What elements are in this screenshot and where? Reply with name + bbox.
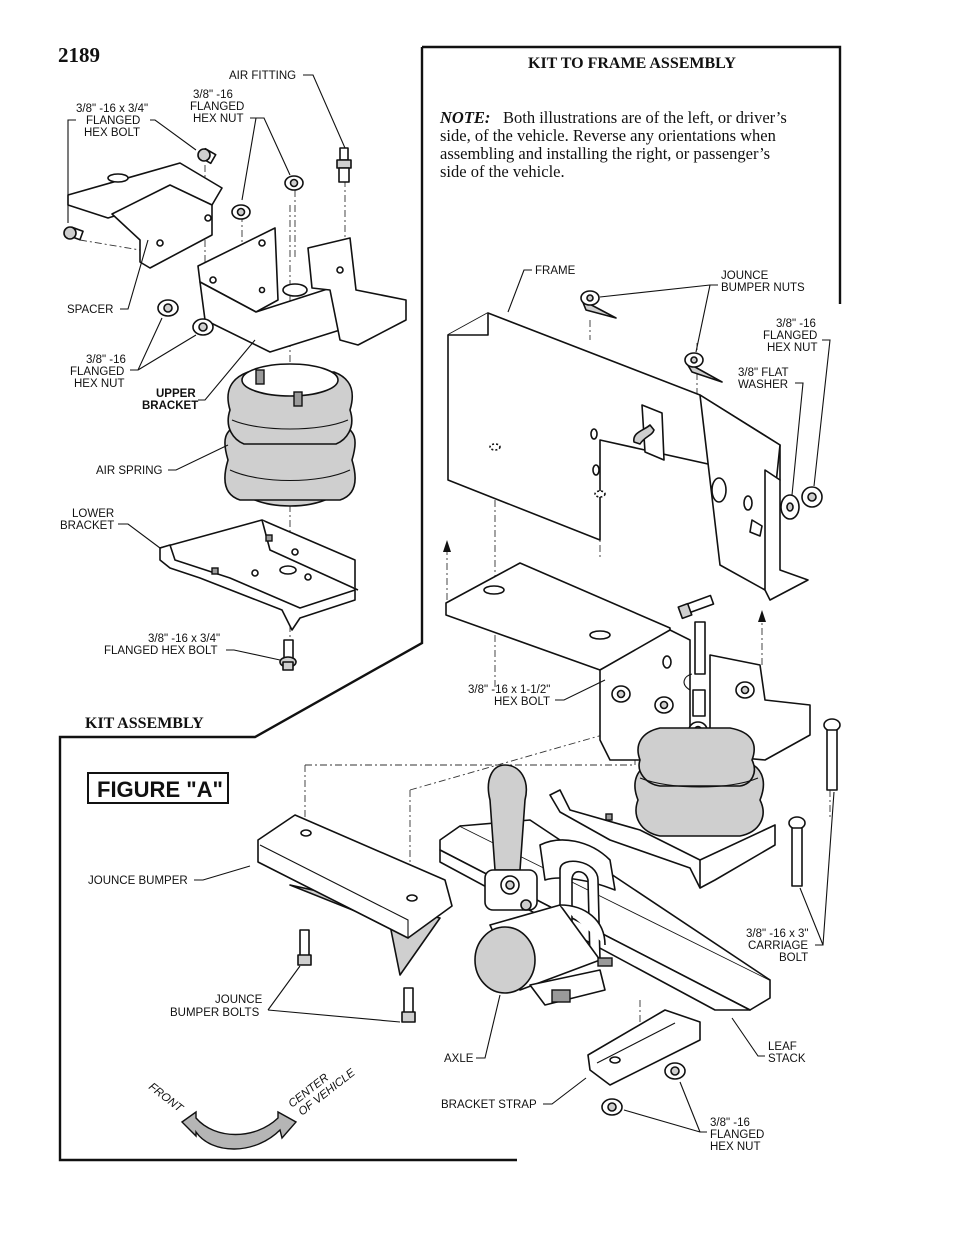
label-flat-washer-1: 3/8" FLAT bbox=[738, 367, 789, 379]
jounce-bumper-nut-1 bbox=[580, 290, 617, 319]
label-frame: FRAME bbox=[535, 265, 576, 277]
note-line-4: side of the vehicle. bbox=[440, 162, 565, 181]
mid-flanged-nut-2 bbox=[192, 318, 214, 336]
label-jounce-bumper-bolts-2: BUMPER BOLTS bbox=[170, 1007, 260, 1019]
label-nut-mid-1: 3/8" -16 bbox=[86, 354, 126, 366]
label-bolt-bottom-1: 3/8" -16 x 3/4" bbox=[148, 633, 220, 645]
label-carriage-bolt-1: 3/8" -16 x 3" bbox=[746, 928, 809, 940]
kit-assembly-drawing bbox=[63, 147, 407, 671]
flanged-nut-right bbox=[801, 486, 823, 508]
axle bbox=[474, 904, 606, 994]
axle-plate bbox=[529, 957, 613, 1006]
upper-bracket-installed bbox=[445, 562, 811, 761]
label-nut-mid-2: FLANGED bbox=[70, 366, 124, 378]
label-nut-bottom-3: HEX NUT bbox=[710, 1141, 760, 1153]
stud bbox=[694, 621, 706, 675]
air-spring bbox=[224, 363, 356, 507]
label-nut-bottom-2: FLANGED bbox=[710, 1129, 764, 1141]
label-bolt-top-1: 3/8" -16 x 3/4" bbox=[76, 103, 148, 115]
label-nut-top-2: FLANGED bbox=[190, 101, 244, 113]
bottom-flanged-nut-2 bbox=[664, 1062, 686, 1080]
note-line-3: assembling and installing the right, or … bbox=[440, 144, 770, 163]
kit-to-frame-title: KIT TO FRAME ASSEMBLY bbox=[528, 55, 736, 72]
label-jounce-bumper-nuts-2: BUMPER NUTS bbox=[721, 282, 805, 294]
mid-flanged-nut-1 bbox=[157, 299, 179, 317]
label-axle: AXLE bbox=[444, 1053, 474, 1065]
figure-a-title: FIGURE "A" bbox=[97, 777, 223, 802]
label-leaf-stack-2: STACK bbox=[768, 1053, 806, 1065]
direction-arrow-icon bbox=[180, 1110, 298, 1150]
bracket-nut-2 bbox=[654, 696, 674, 714]
lower-bracket bbox=[159, 519, 359, 631]
frame-rail bbox=[447, 312, 809, 601]
top-flanged-nut-2 bbox=[231, 204, 251, 220]
label-nut-right-1: 3/8" -16 bbox=[776, 318, 816, 330]
frame-assembly-drawing bbox=[257, 290, 841, 1116]
label-bolt-top-3: HEX BOLT bbox=[84, 127, 140, 139]
note-line-1: Both illustrations are of the left, or d… bbox=[503, 108, 787, 127]
label-nut-right-3: HEX NUT bbox=[767, 342, 817, 354]
carriage-bolt-2 bbox=[788, 816, 806, 887]
page-number: 2189 bbox=[58, 43, 100, 67]
label-flat-washer-2: WASHER bbox=[738, 379, 788, 391]
kit-assembly-labels: AIR FITTING 3/8" -16 FLANGED HEX NUT 3/8… bbox=[60, 70, 346, 661]
figure-a-labels: FRAME JOUNCE BUMPER NUTS 3/8" -16 FLANGE… bbox=[88, 265, 835, 1153]
figure-a-box bbox=[87, 772, 229, 804]
label-jounce-bumper: JOUNCE BUMPER bbox=[88, 875, 188, 887]
label-leaf-stack-1: LEAF bbox=[768, 1041, 797, 1053]
top-flanged-bolt-1 bbox=[197, 147, 217, 165]
jounce-bumper bbox=[257, 814, 453, 976]
bracket-nut-3 bbox=[735, 681, 755, 699]
label-air-fitting: AIR FITTING bbox=[229, 70, 296, 82]
flat-washer bbox=[780, 494, 800, 520]
label-upper-bracket-1: UPPER bbox=[156, 388, 196, 400]
air-spring-installed bbox=[634, 727, 765, 837]
jounce-bumper-bolt-1 bbox=[297, 929, 312, 966]
top-flanged-bolt-2 bbox=[63, 226, 84, 241]
carriage-bolt-1 bbox=[823, 718, 841, 791]
kit-assembly-title: KIT ASSEMBLY bbox=[85, 715, 204, 732]
label-lower-bracket-2: BRACKET bbox=[60, 520, 114, 532]
bottom-flanged-nut-1 bbox=[601, 1098, 623, 1116]
hex-bolt bbox=[677, 594, 715, 620]
label-jounce-bumper-bolts-1: JOUNCE bbox=[215, 994, 263, 1006]
label-nut-top-3: HEX NUT bbox=[193, 113, 243, 125]
air-fitting-installed bbox=[683, 673, 706, 717]
label-nut-mid-3: HEX NUT bbox=[74, 378, 124, 390]
lower-bracket-installed bbox=[549, 789, 776, 889]
jounce-bumper-nut-2 bbox=[684, 352, 723, 383]
label-hex-bolt-2: HEX BOLT bbox=[494, 696, 550, 708]
top-flanged-nut-1 bbox=[284, 175, 304, 191]
label-front: FRONT bbox=[146, 1081, 185, 1115]
label-spacer: SPACER bbox=[67, 304, 113, 316]
label-nut-right-2: FLANGED bbox=[763, 330, 817, 342]
label-hex-bolt-1: 3/8" -16 x 1-1/2" bbox=[468, 684, 550, 696]
label-lower-bracket-1: LOWER bbox=[72, 508, 114, 520]
label-nut-top-1: 3/8" -16 bbox=[193, 89, 233, 101]
note-line-2: side, of the vehicle. Reverse any orient… bbox=[440, 126, 776, 145]
bracket-nut-1 bbox=[611, 685, 631, 703]
label-upper-bracket-2: BRACKET bbox=[142, 400, 198, 412]
bracket-strap bbox=[587, 1009, 701, 1086]
label-carriage-bolt-2: CARRIAGE bbox=[748, 940, 808, 952]
kit-to-frame-border bbox=[58, 45, 842, 1162]
label-bracket-strap: BRACKET STRAP bbox=[441, 1099, 537, 1111]
label-carriage-bolt-3: BOLT bbox=[779, 952, 808, 964]
label-bolt-bottom-2: FLANGED HEX BOLT bbox=[104, 645, 218, 657]
direction-indicator: FRONT CENTER OF VEHICLE bbox=[146, 1067, 358, 1150]
label-bolt-top-2: FLANGED bbox=[86, 115, 140, 127]
note-label: NOTE: bbox=[439, 108, 490, 127]
jounce-bumper-bolt-2 bbox=[401, 987, 416, 1023]
bottom-flanged-bolt bbox=[279, 639, 297, 671]
label-jounce-bumper-nuts-1: JOUNCE bbox=[721, 270, 769, 282]
frame-air-line bbox=[633, 404, 665, 461]
air-fitting bbox=[336, 147, 352, 183]
label-nut-bottom-1: 3/8" -16 bbox=[710, 1117, 750, 1129]
label-air-spring: AIR SPRING bbox=[96, 465, 163, 477]
